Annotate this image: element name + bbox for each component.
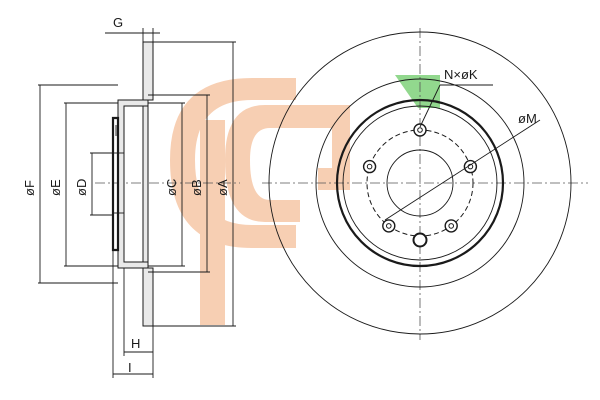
label-H: H (131, 336, 140, 351)
hat-inner-edge (342, 105, 498, 261)
bolt-hole (413, 123, 427, 137)
hat-outer-edge (335, 98, 505, 268)
label-D: øD (74, 179, 89, 196)
logo-inner-block (200, 120, 225, 325)
bolt-hole-center (448, 223, 455, 229)
bolt-hole-center (366, 163, 373, 170)
label-B: øB (189, 179, 204, 196)
disc-inner-friction-edge (315, 78, 525, 288)
bolt-hole-center (417, 127, 423, 133)
bolt-hole-center (386, 223, 392, 229)
bolt-hole (444, 219, 458, 233)
side-rotor-plate (142, 41, 154, 327)
front-view: N×øK øM (262, 28, 588, 340)
label-I: I (128, 360, 132, 375)
leader-M (384, 119, 541, 221)
bolt-holes (362, 123, 478, 248)
disc-outer-edge (268, 31, 572, 335)
label-E: øE (48, 179, 63, 196)
locating-hole (412, 232, 428, 248)
bolt-hole (362, 159, 377, 174)
leader-NK (419, 84, 441, 128)
label-A: øA (215, 179, 230, 196)
bolt-hole (463, 159, 478, 174)
side-section-view: G H I øF øE øD øC øB øA (22, 15, 240, 378)
label-NK: N×øK (444, 67, 478, 82)
brand-logo-watermark (170, 75, 440, 325)
label-M: øM (518, 111, 537, 126)
label-G: G (113, 15, 123, 30)
side-hat-section (117, 99, 149, 269)
logo-g-shape (225, 105, 350, 222)
side-hub-face (111, 116, 120, 252)
bolt-hole (382, 219, 396, 233)
center-bore (386, 149, 454, 217)
label-F: øF (22, 180, 37, 196)
label-C: øC (164, 179, 179, 196)
